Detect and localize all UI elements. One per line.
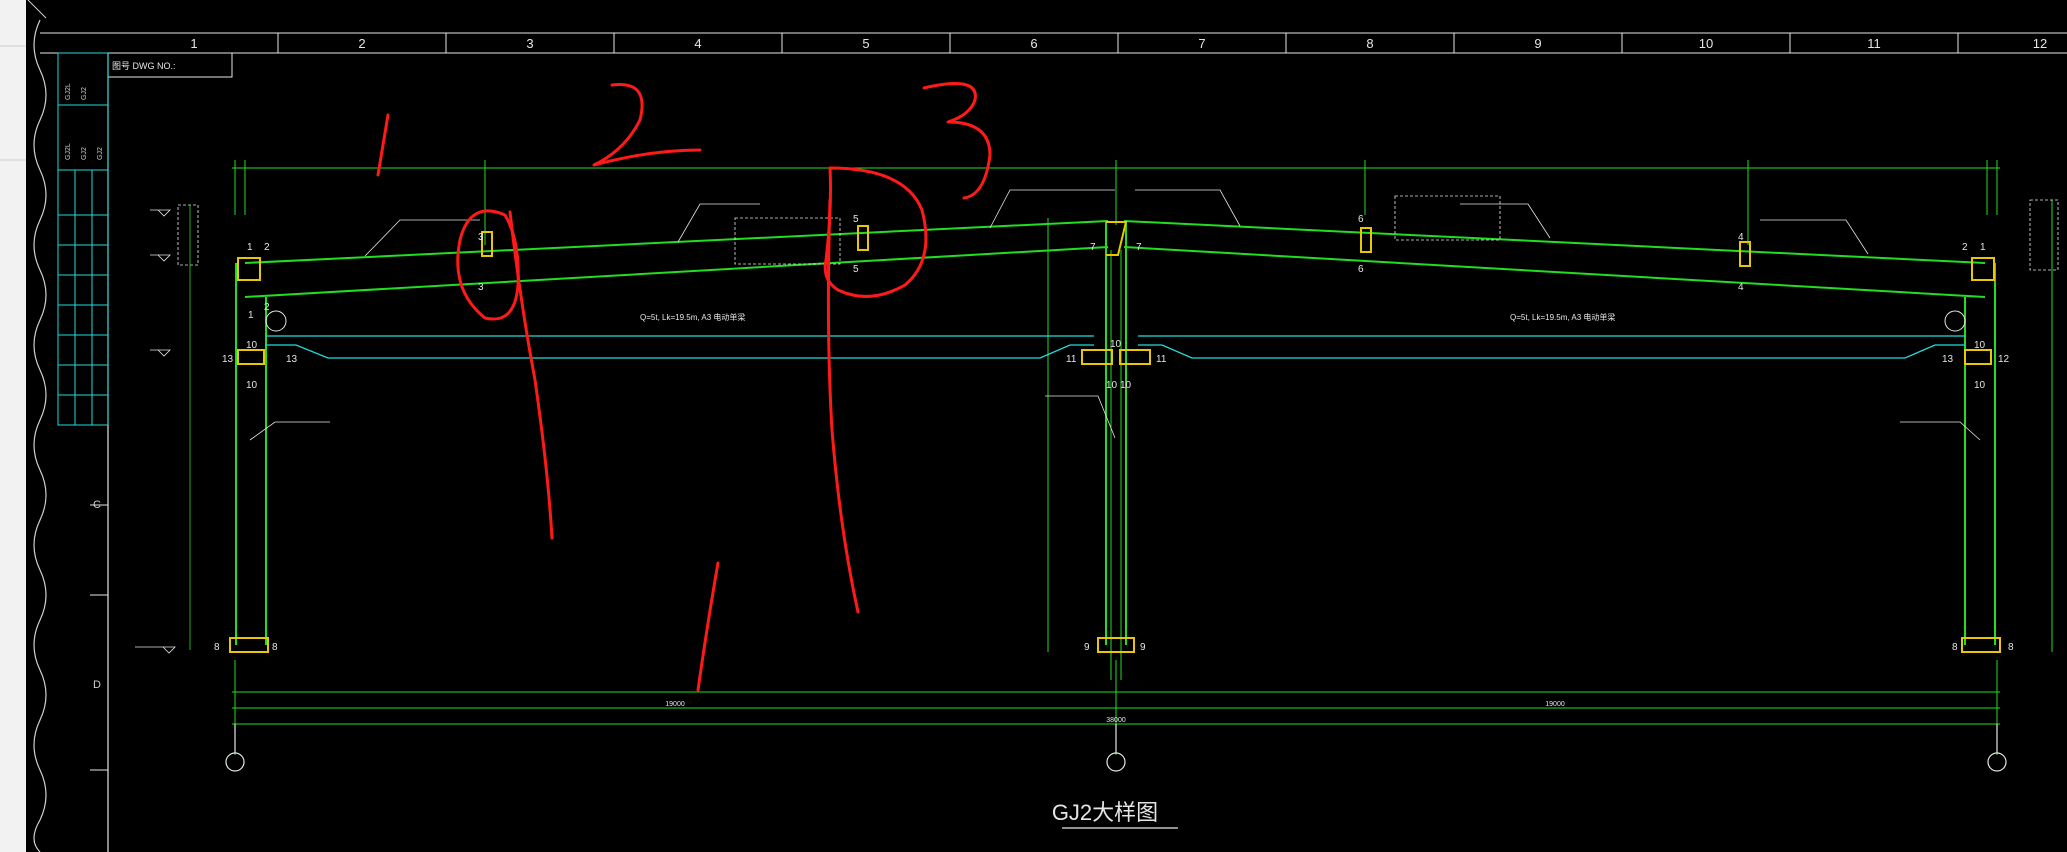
grid-number-7: 7	[1198, 36, 1205, 51]
node-7-left: 7	[1090, 242, 1096, 253]
markup-stroke-1b	[696, 561, 720, 692]
title-block: GJ2L GJ2 GJ2L GJ2 GJ2 图号 DWG NO.: C D	[57, 52, 233, 852]
node-9-mid-b: 9	[1140, 642, 1146, 653]
node-10-right: 10	[1974, 340, 1986, 351]
node-11-left: 11	[1066, 354, 1077, 365]
grid-number-6: 6	[1030, 36, 1037, 51]
node-5-bottom: 5	[853, 264, 859, 275]
svg-text:GJ2: GJ2	[81, 147, 88, 160]
node-13-left: 13	[222, 354, 234, 365]
node-10-left: 10	[246, 340, 258, 351]
node-4-top: 4	[1738, 232, 1744, 243]
half-span-left: 19000	[665, 701, 685, 708]
node-2-right: 2	[1962, 242, 1968, 253]
dwg-no-label: 图号 DWG NO.:	[112, 61, 176, 71]
markup-stroke-2	[592, 82, 702, 167]
grid-number-4: 4	[694, 36, 701, 51]
top-dimension-line	[232, 160, 2000, 245]
crane-beam	[266, 335, 1965, 359]
node-6-top: 6	[1358, 214, 1364, 225]
node-8-right-a: 8	[1952, 642, 1958, 653]
grid-number-12: 12	[2033, 36, 2047, 51]
member-callouts	[249, 189, 1981, 441]
grid-number-2: 2	[358, 36, 365, 51]
crane-label-right: Q=5t, Lk=19.5m, A3 电动单梁	[1510, 312, 1615, 322]
drawing-title: GJ2大样图	[1052, 800, 1158, 825]
grid-number-5: 5	[862, 36, 869, 51]
markup-stroke-3	[922, 82, 992, 200]
note-box-right	[1394, 195, 1501, 241]
elevation-symbols	[135, 199, 2059, 654]
node-6-bottom: 6	[1358, 264, 1364, 275]
node-12-right: 12	[1998, 354, 2010, 365]
axis-bubbles	[225, 724, 2007, 772]
node-10-right-b: 10	[1974, 380, 1986, 391]
node-10-mid: 10	[1110, 339, 1122, 350]
bracket-circles	[265, 310, 1966, 332]
top-ruler	[40, 32, 2067, 54]
total-span: 38000	[1106, 717, 1126, 724]
svg-text:GJ2: GJ2	[97, 147, 104, 160]
node-8-left-b: 8	[272, 642, 278, 653]
node-13-right: 13	[1942, 354, 1954, 365]
node-10-mid-c: 10	[1120, 380, 1132, 391]
node-10-mid-b: 10	[1106, 380, 1118, 391]
node-1-left: 1	[247, 242, 253, 253]
svg-text:GJ2L: GJ2L	[65, 143, 72, 160]
node-7-right: 7	[1136, 242, 1142, 253]
node-11-right: 11	[1156, 354, 1167, 365]
node-5-top: 5	[853, 214, 859, 225]
row-letter-c: C	[93, 499, 101, 511]
markup-circle-3	[456, 209, 520, 321]
markup-line-3	[508, 210, 554, 540]
columns	[235, 221, 1996, 645]
node-number-labels: 1 2 3 3 5 5 7 7 6 6 4 4 2 1 1 2 10 13 13…	[214, 214, 2014, 653]
rafter-members	[244, 220, 1986, 298]
node-13-left-b: 13	[286, 354, 298, 365]
svg-text:GJ2L: GJ2L	[65, 83, 72, 100]
half-span-right: 19000	[1545, 701, 1565, 708]
node-8-left-a: 8	[214, 642, 220, 653]
grid-number-11: 11	[1867, 36, 1881, 51]
row-letter-d: D	[93, 679, 101, 691]
crane-label-left: Q=5t, Lk=19.5m, A3 电动单梁	[640, 312, 745, 322]
grid-number-1: 1	[190, 36, 197, 51]
node-9-mid-a: 9	[1084, 642, 1090, 653]
grid-number-8: 8	[1366, 36, 1373, 51]
svg-text:GJ2: GJ2	[81, 87, 88, 100]
grid-number-labels: 1 2 3 4 5 6 7 8 9 10 11 12	[190, 36, 2047, 51]
node-4-bottom: 4	[1738, 282, 1744, 293]
connection-nodes	[229, 221, 2001, 653]
node-8-right-b: 8	[2008, 642, 2014, 653]
node-1-left-lower: 1	[248, 310, 254, 321]
node-2-left: 2	[264, 242, 270, 253]
node-1-right: 1	[1980, 242, 1986, 253]
node-3-top: 3	[478, 232, 484, 243]
node-10-left-b: 10	[246, 380, 258, 391]
break-line	[33, 19, 47, 852]
column-extension-lines	[1047, 200, 2053, 680]
node-2-left-lower: 2	[264, 302, 270, 313]
red-markup	[376, 82, 992, 692]
node-3-bottom: 3	[478, 282, 484, 293]
markup-line-5	[826, 198, 860, 614]
note-box-left	[734, 217, 841, 265]
grid-number-3: 3	[526, 36, 533, 51]
grid-number-9: 9	[1534, 36, 1541, 51]
grid-number-10: 10	[1699, 36, 1713, 51]
left-panel-strip	[0, 0, 26, 852]
markup-stroke-1a	[376, 113, 390, 177]
